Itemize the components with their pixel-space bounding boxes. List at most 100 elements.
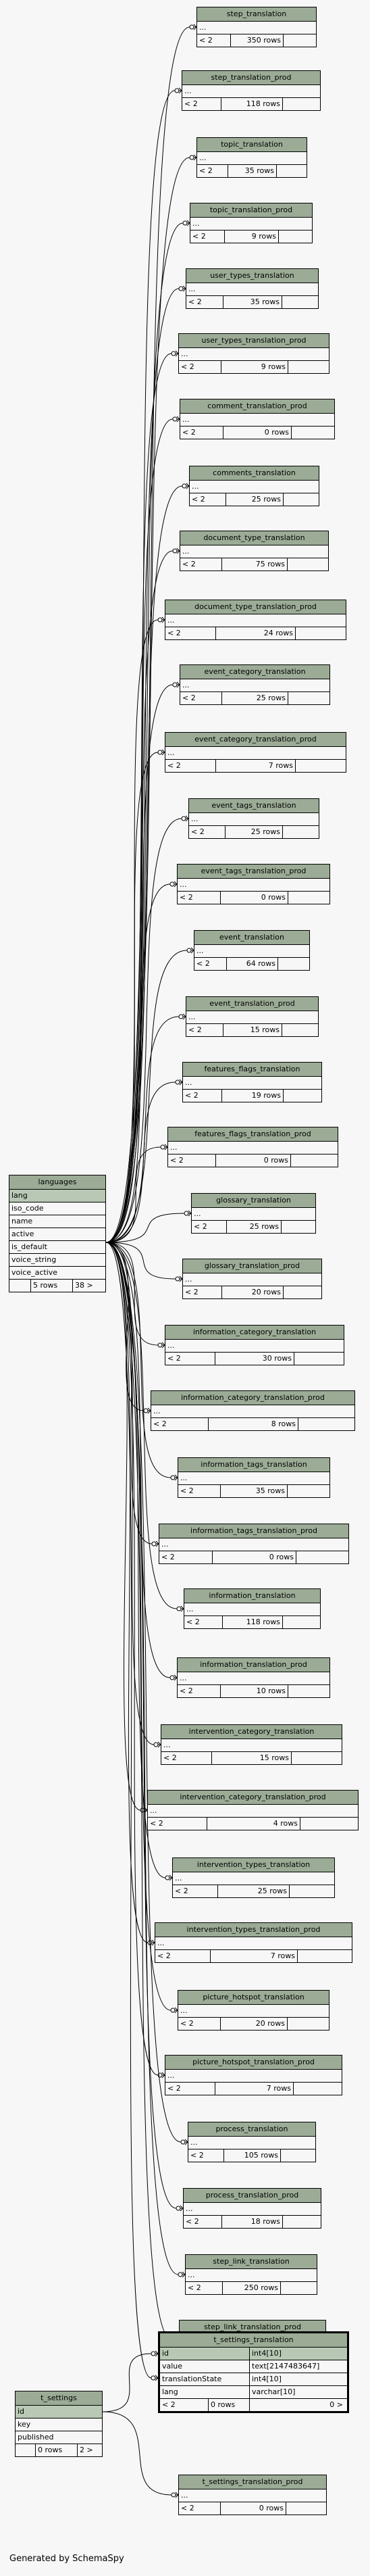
spacer: [16, 2444, 36, 2456]
t-settings-edge: [102, 2353, 158, 2412]
table-header: step_translation: [197, 7, 316, 22]
languages-edge: [105, 950, 194, 1243]
parents-count: < 2: [173, 1885, 218, 1897]
optional-marker: [160, 1144, 165, 1150]
row-count: 15 rows: [223, 1024, 282, 1036]
children-count: [277, 165, 307, 177]
children-count: [300, 1818, 358, 1830]
column-row: lang: [9, 1190, 105, 1202]
languages-table[interactable]: languages lang iso_code name active is_d…: [9, 1175, 106, 1292]
children-count: [281, 2149, 315, 2162]
table-header: process_translation_prod: [184, 2189, 321, 2203]
table-header: document_type_translation: [180, 531, 328, 545]
optional-marker: [151, 2351, 156, 2356]
column-row: ...: [194, 945, 309, 958]
column-row: ...: [178, 2005, 329, 2018]
languages-edge: [105, 684, 180, 1243]
children-count: [278, 958, 309, 970]
parents-count: < 2: [151, 1418, 209, 1430]
generated-by-label: Generated by SchemaSpy: [9, 2554, 124, 2564]
table-header: information_tags_translation: [178, 1458, 329, 1472]
row-count: 118 rows: [223, 1616, 283, 1628]
optional-marker: [170, 1475, 176, 1480]
parents-count: < 2: [178, 2018, 221, 2030]
row-count: 0 rows: [221, 892, 288, 904]
optional-marker: [178, 1014, 184, 1019]
parents-count: < 2: [160, 2399, 209, 2411]
parents-count: < 2: [186, 296, 223, 308]
children-count: [283, 1616, 320, 1628]
column-row: name: [9, 1215, 105, 1228]
optional-marker: [172, 682, 178, 687]
column-row: ...: [192, 1208, 315, 1221]
table-intervention-category-translation-prod[interactable]: intervention_category_translation_prod..…: [147, 1790, 359, 1830]
column-row: ...: [190, 481, 319, 493]
t-settings-table[interactable]: t_settings id key published 0 rows 2 >: [15, 2391, 103, 2457]
optional-marker: [180, 2139, 186, 2145]
column-row: ...: [197, 22, 316, 34]
column-row: ...: [159, 1538, 348, 1551]
table-header: t_settings_translation: [160, 2333, 347, 2348]
optional-marker: [172, 548, 178, 554]
table-footer: 5 rows 38 >: [9, 1280, 105, 1292]
children-count: [288, 892, 329, 904]
row-count: 9 rows: [221, 361, 288, 373]
languages-edge: [105, 418, 180, 1243]
column-row: ...: [189, 813, 319, 826]
column-type: varchar[10]: [252, 2387, 296, 2396]
parents-count: < 2: [168, 1155, 216, 1167]
table-intervention-types-translation-prod[interactable]: intervention_types_translation_prod...< …: [155, 1922, 352, 1963]
t-settings-translation-table[interactable]: t_settings_translation id int4[10] value…: [158, 2331, 349, 2413]
children-count: [283, 2216, 321, 2228]
languages-edge: [105, 550, 180, 1243]
row-count: 35 rows: [228, 165, 277, 177]
languages-edge: [105, 1242, 158, 2379]
table-header: process_translation: [188, 2122, 315, 2137]
table-information-category-translation-prod[interactable]: information_category_translation_prod...…: [151, 1390, 355, 1431]
optional-marker: [184, 1211, 189, 1216]
children-count: [294, 1353, 344, 1365]
row-count: 19 rows: [222, 1090, 284, 1102]
row-count: 30 rows: [215, 1353, 294, 1365]
